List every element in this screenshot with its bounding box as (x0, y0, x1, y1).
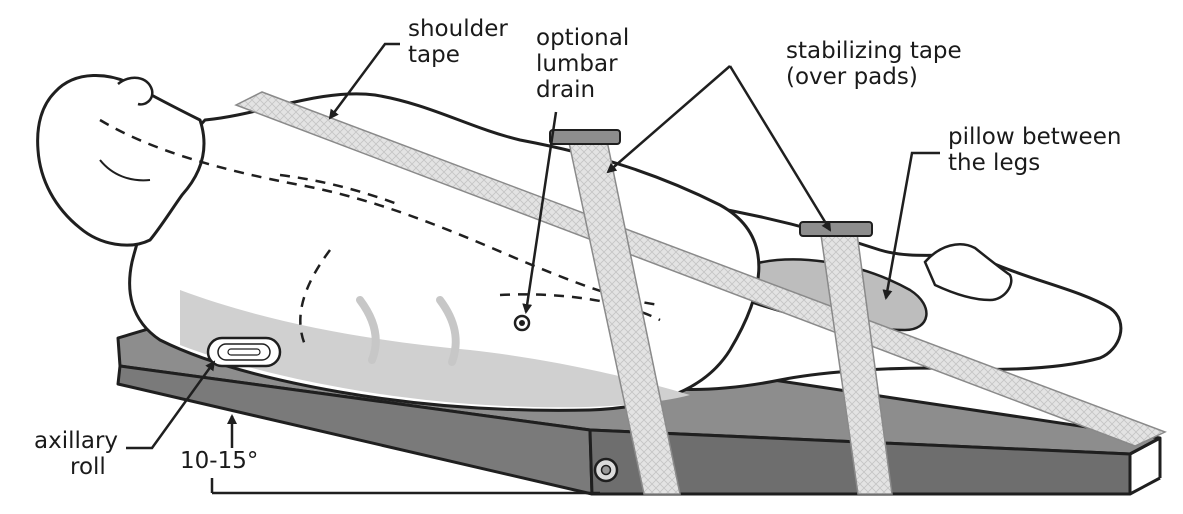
label-shoulder-tape: shoulder tape (408, 16, 508, 68)
label-stabilizing-tape: stabilizing tape (over pads) (786, 38, 962, 90)
axillary-roll-shape (206, 336, 282, 368)
leader-axillary-roll (126, 360, 216, 450)
leader-stabilizing-tape-2 (728, 65, 832, 232)
patient-ear (117, 76, 154, 106)
label-angle: 10-15° (180, 448, 259, 474)
pad-1 (549, 129, 621, 145)
leader-lines (126, 42, 940, 450)
lumbar-drain-port (513, 314, 531, 332)
patient-foot (923, 243, 1013, 302)
spine-dashed (99, 118, 661, 307)
label-lumbar-drain: optional lumbar drain (536, 25, 630, 103)
leader-pillow (882, 151, 940, 300)
label-axillary-roll: axillary roll (34, 428, 119, 480)
angle-indicator (210, 414, 600, 495)
tapes (234, 91, 1167, 495)
leader-shoulder-tape (328, 42, 400, 120)
leader-lumbar-drain (522, 111, 558, 314)
torso-shadow (180, 290, 690, 408)
label-pillow: pillow between the legs (948, 124, 1122, 176)
leader-stabilizing-tape-1 (606, 65, 731, 174)
pad-2 (799, 221, 873, 237)
